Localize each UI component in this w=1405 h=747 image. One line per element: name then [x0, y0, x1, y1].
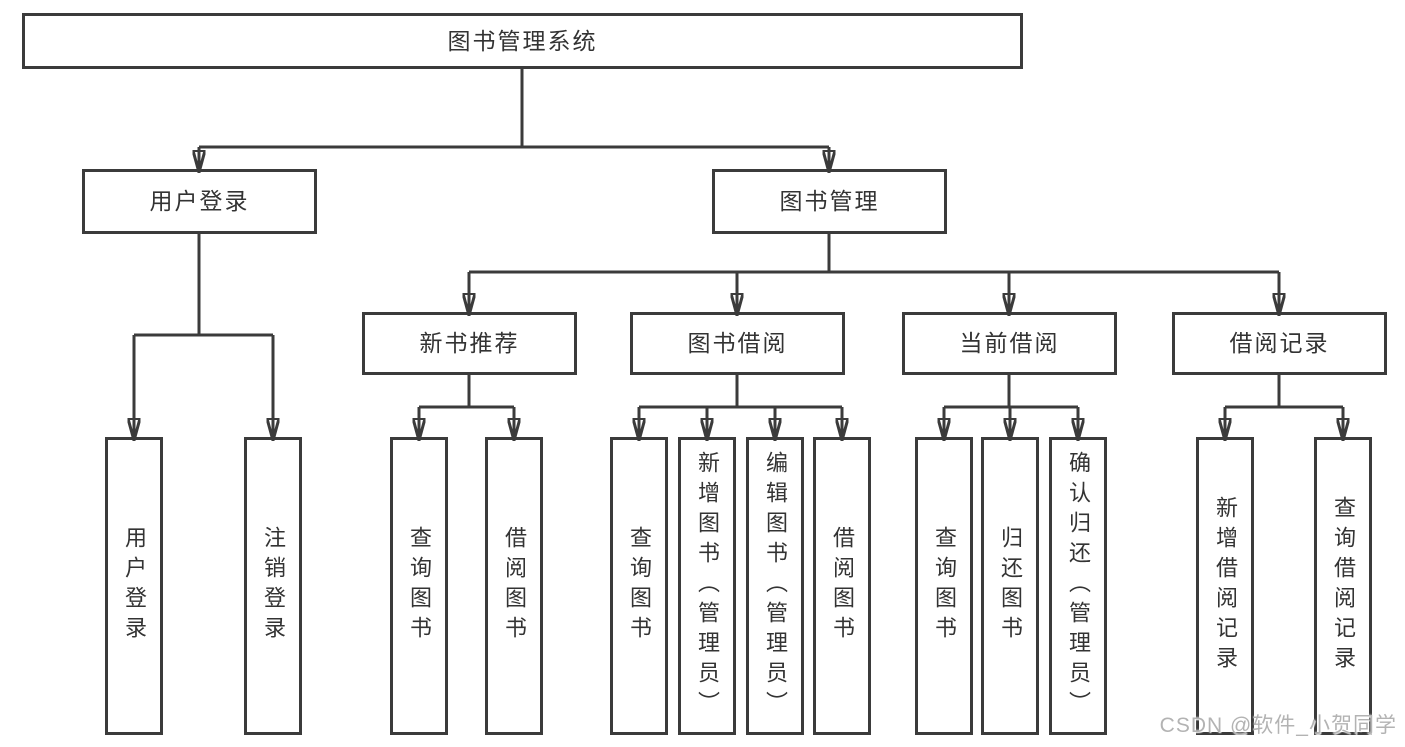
node-book-mgmt: 图书管理 — [712, 169, 947, 234]
leaf-record-query-label: 查询借阅记录 — [1331, 496, 1356, 676]
leaf-borrow-borrow-label: 借阅图书 — [830, 526, 855, 646]
node-user-login: 用户登录 — [82, 169, 317, 234]
leaf-borrow-borrow: 借阅图书 — [813, 437, 871, 735]
leaf-user-login-label: 用户登录 — [122, 526, 147, 646]
node-book-borrow: 图书借阅 — [630, 312, 845, 375]
leaf-record-add: 新增借阅记录 — [1196, 437, 1254, 735]
node-borrow-records: 借阅记录 — [1172, 312, 1387, 375]
leaf-logout-label: 注销登录 — [261, 526, 286, 646]
leaf-user-login: 用户登录 — [105, 437, 163, 735]
node-book-mgmt-label: 图书管理 — [779, 188, 880, 214]
leaf-borrow-add-label: 新增图书（管理员） — [695, 451, 720, 721]
connector-book-borrow-trunk — [639, 375, 842, 409]
node-new-book-rec: 新书推荐 — [362, 312, 577, 375]
node-new-book-rec-label: 新书推荐 — [419, 330, 520, 356]
connector-root-trunk — [199, 69, 829, 149]
connector-user-login-trunk — [134, 234, 273, 337]
leaf-current-return: 归还图书 — [981, 437, 1039, 735]
node-root-label: 图书管理系统 — [447, 27, 598, 54]
connector-book-mgmt-trunk — [469, 234, 1279, 274]
leaf-logout: 注销登录 — [244, 437, 302, 735]
node-current-borrow: 当前借阅 — [902, 312, 1117, 375]
leaf-record-query: 查询借阅记录 — [1314, 437, 1372, 735]
connector-current-borrow-trunk — [944, 375, 1078, 409]
leaf-current-query: 查询图书 — [915, 437, 973, 735]
node-borrow-records-label: 借阅记录 — [1229, 330, 1330, 356]
leaf-current-query-label: 查询图书 — [932, 526, 957, 646]
node-user-login-label: 用户登录 — [149, 188, 250, 214]
leaf-current-confirm: 确认归还（管理员） — [1049, 437, 1107, 735]
leaf-borrow-query: 查询图书 — [610, 437, 668, 735]
connector-records-trunk — [1225, 375, 1343, 409]
leaf-borrow-query-label: 查询图书 — [627, 526, 652, 646]
leaf-record-add-label: 新增借阅记录 — [1213, 496, 1238, 676]
leaf-borrow-edit-label: 编辑图书（管理员） — [763, 451, 788, 721]
leaf-borrow-add: 新增图书（管理员） — [678, 437, 736, 735]
leaf-newbook-borrow: 借阅图书 — [485, 437, 543, 735]
node-root: 图书管理系统 — [22, 13, 1023, 69]
connector-new-book-trunk — [419, 375, 514, 409]
leaf-current-confirm-label: 确认归还（管理员） — [1066, 451, 1091, 721]
leaf-newbook-borrow-label: 借阅图书 — [502, 526, 527, 646]
leaf-newbook-query-label: 查询图书 — [407, 526, 432, 646]
node-current-borrow-label: 当前借阅 — [959, 330, 1060, 356]
leaf-newbook-query: 查询图书 — [390, 437, 448, 735]
node-book-borrow-label: 图书借阅 — [687, 330, 788, 356]
leaf-borrow-edit: 编辑图书（管理员） — [746, 437, 804, 735]
leaf-current-return-label: 归还图书 — [998, 526, 1023, 646]
csdn-watermark: CSDN @软件_小贺同学 — [1159, 714, 1397, 737]
